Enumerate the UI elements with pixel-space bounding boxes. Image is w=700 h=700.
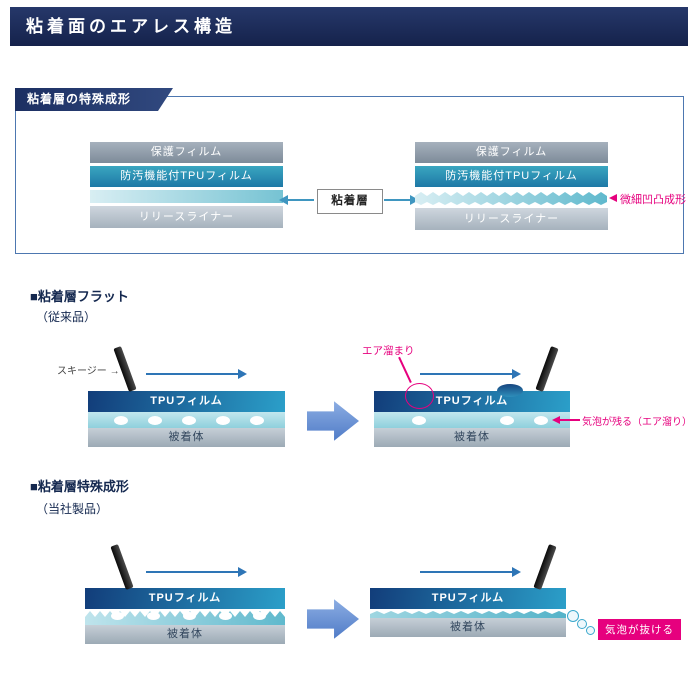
trapped-bubble-note: 気泡が残る（エア溜り） — [582, 417, 692, 428]
trapped-bubble-pointer-icon — [552, 416, 560, 424]
squeegee — [110, 544, 134, 590]
arrow-to-right-stack-icon — [384, 195, 419, 205]
escaping-bubble — [577, 619, 587, 629]
diagram-stack-formed-before: TPUフィルム 被着体 — [85, 588, 285, 644]
air-pocket-connector — [398, 356, 412, 384]
adhesive-layer-flat — [90, 190, 283, 203]
adhesive-label-box: 粘着層 — [317, 189, 383, 214]
air-bubble — [219, 612, 232, 620]
trapped-bubble-pointer-line — [558, 419, 580, 421]
squeegee — [535, 346, 559, 392]
section-subheading-formed: （当社製品） — [36, 502, 109, 516]
page-title-bar: 粘着面のエアレス構造 — [10, 7, 688, 46]
adhesive-layer-wavy — [415, 192, 607, 205]
micro-texture-annotation: 微細凹凸成形 — [620, 194, 686, 206]
substrate-layer: 被着体 — [370, 618, 566, 637]
diagram-stack-formed-after: TPUフィルム 被着体 — [370, 588, 566, 637]
section-heading-flat: ■粘着層フラット — [30, 289, 129, 304]
bubble-escape-label: 気泡が抜ける — [598, 619, 681, 640]
air-bubble — [183, 612, 196, 620]
air-bubble — [148, 416, 162, 425]
substrate-layer: 被着体 — [88, 428, 285, 447]
motion-arrow — [420, 369, 521, 379]
film-layer: TPUフィルム — [370, 588, 566, 609]
film-layer: TPUフィルム — [85, 588, 285, 609]
squeegee-label: スキージー → — [57, 366, 120, 377]
section-subheading-flat: （従来品） — [36, 310, 97, 324]
diagram-stack-flat-after: TPUフィルム 被着体 — [374, 384, 570, 447]
air-bubble — [147, 612, 160, 620]
motion-arrow — [146, 567, 247, 577]
page-title: 粘着面のエアレス構造 — [26, 17, 236, 36]
air-bubble — [250, 416, 264, 425]
tpu-film-layer: 防汚機能付TPUフィルム — [90, 166, 283, 187]
section-heading-formed: ■粘着層特殊成形 — [30, 479, 129, 494]
layer-stack-textured-sample: 保護フィルム 防汚機能付TPUフィルム リリースライナー — [415, 142, 608, 232]
air-pocket-circle — [405, 383, 434, 409]
adhesive-layer-compressed — [370, 611, 566, 618]
motion-arrow — [146, 369, 247, 379]
film-layer: TPUフィルム — [374, 391, 570, 412]
motion-arrow — [420, 567, 521, 577]
air-bubble — [412, 416, 426, 425]
squeegee — [533, 544, 557, 590]
film-layer: TPUフィルム — [88, 391, 285, 412]
annotation-arrow-icon — [609, 194, 617, 202]
panel-tab-label: 粘着層の特殊成形 — [27, 92, 132, 106]
escaping-bubble — [567, 610, 579, 622]
air-bubble — [216, 416, 230, 425]
release-liner-layer: リリースライナー — [90, 206, 283, 228]
escaping-bubble — [586, 626, 595, 635]
air-bubble — [500, 416, 514, 425]
air-bubble — [114, 416, 128, 425]
diagram-stack-flat-before: TPUフィルム 被着体 — [88, 391, 285, 447]
film-bump — [497, 384, 523, 397]
tpu-film-layer: 防汚機能付TPUフィルム — [415, 166, 608, 187]
release-liner-layer: リリースライナー — [415, 208, 608, 230]
block-arrow-icon — [307, 599, 359, 639]
block-arrow-icon — [307, 401, 359, 441]
arrow-to-left-stack-icon — [279, 195, 314, 205]
panel-tab: 粘着層の特殊成形 — [15, 88, 173, 111]
air-bubble — [253, 612, 266, 620]
layer-stack-flat-sample: 保護フィルム 防汚機能付TPUフィルム リリースライナー — [90, 142, 283, 232]
air-bubble — [534, 416, 548, 425]
air-bubble — [182, 416, 196, 425]
substrate-layer: 被着体 — [374, 428, 570, 447]
protect-film-layer: 保護フィルム — [90, 142, 283, 163]
substrate-layer: 被着体 — [85, 625, 285, 644]
air-pocket-label: エア溜まり — [362, 345, 415, 357]
air-bubble — [111, 612, 124, 620]
protect-film-layer: 保護フィルム — [415, 142, 608, 163]
